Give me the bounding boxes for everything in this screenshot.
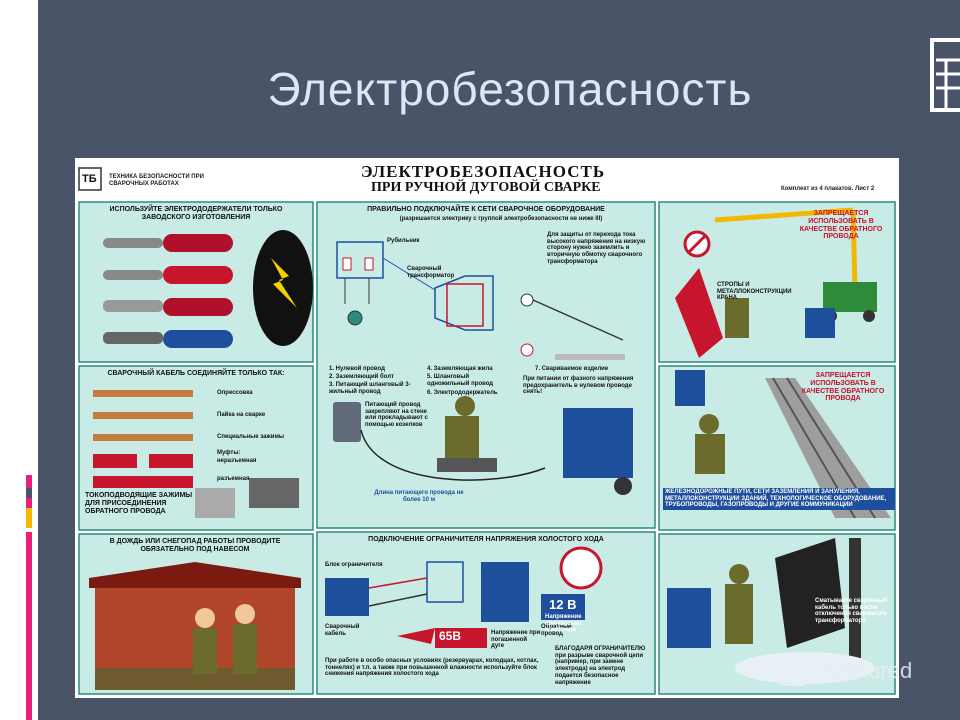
- rewind-note: Сматывайте сварочный кабель только после…: [815, 598, 888, 625]
- rails-illustration: [675, 370, 891, 519]
- block-label: Блок ограничителя: [325, 562, 383, 568]
- safety-poster: ТБ ТЕХНИКА БЕЗОПАСНОСТИ ПРИ СВАРОЧНЫХ РА…: [75, 158, 899, 698]
- rails-warning: ЗАПРЕЩАЕТСЯ ИСПОЛЬЗОВАТЬ В КАЧЕСТВЕ ОБРА…: [801, 372, 885, 403]
- crane-label: СТРОПЫ И МЕТАЛЛОКОНСТРУКЦИИ КРАНА: [717, 282, 792, 302]
- watermark-logo-icon: [780, 660, 806, 686]
- accent-bar-pink-long: [26, 532, 32, 720]
- connect-heading: ПРАВИЛЬНО ПОДКЛЮЧАЙТЕ К СЕТИ СВАРОЧНОЕ О…: [367, 206, 605, 213]
- cable-method-5: неразъемная: [217, 458, 257, 464]
- limiter-diagram: [325, 546, 603, 648]
- volt-low-note: Напряжение при касании электрода: [545, 614, 582, 634]
- rain-heading: В ДОЖДЬ ИЛИ СНЕГОПАД РАБОТЫ ПРОВОДИТЕ ОБ…: [109, 538, 281, 553]
- slide-title: Электробезопасность: [267, 63, 753, 115]
- poster-subtitle: ПРИ РУЧНОЙ ДУГОВОЙ СВАРКЕ: [371, 180, 601, 195]
- accent-bar-yellow: [26, 508, 32, 528]
- return-label: Обратный провод: [541, 624, 572, 637]
- protection-note: Для защиты от перехода тока высокого нап…: [547, 232, 646, 265]
- length-note: Длина питающего провода не более 10 м: [374, 490, 464, 503]
- connect-legend-3: 3. Питающий шланговый 3-жильный провод: [329, 382, 411, 395]
- volt-high-note: Напряжение при погашенной дуге: [491, 630, 541, 650]
- rails-list: ЖЕЛЕЗНОДОРОЖНЫЕ ПУТИ, СЕТИ ЗАЗЕМЛЕНИЯ И …: [663, 488, 895, 511]
- benefit-note: БЛАГОДАРЯ ОГРАНИЧИТЕЛЮ при разрыве сваро…: [555, 646, 646, 686]
- cable-label: Сварочный кабель: [325, 624, 360, 637]
- phase-note: При питании от фазного напряжения предох…: [523, 376, 634, 396]
- connect-subheading: (разрешается электрику с группой электро…: [399, 216, 603, 222]
- limiter-heading: ПОДКЛЮЧЕНИЕ ОГРАНИЧИТЕЛЯ НАПРЯЖЕНИЯ ХОЛО…: [368, 536, 604, 543]
- crane-illustration: [675, 207, 877, 358]
- poster-logo: ТБ: [82, 173, 97, 185]
- cable-method-3: Специальные зажимы: [217, 434, 285, 440]
- poster-title: ЭЛЕКТРОБЕЗОПАСНОСТЬ: [361, 162, 606, 181]
- cable-heading: СВАРОЧНЫЙ КАБЕЛЬ СОЕДИНЯЙТЕ ТОЛЬКО ТАК:: [107, 370, 285, 377]
- connect-legend-4: 4. Заземляющая жила: [427, 366, 493, 372]
- rain-shelter-illustration: [89, 562, 301, 690]
- transformer-label: Сварочный трансформатор: [407, 266, 455, 279]
- watermark-text: MyShared: [812, 658, 913, 683]
- poster-kit-note: Комплект из 4 плакатов. Лист 2: [781, 186, 875, 192]
- poster-artwork: [75, 158, 899, 695]
- crane-warning: ЗАПРЕЩАЕТСЯ ИСПОЛЬЗОВАТЬ В КАЧЕСТВЕ ОБРА…: [799, 210, 883, 241]
- connect-legend-1: 1. Нулевой провод: [329, 366, 385, 372]
- connection-diagram: [333, 241, 633, 495]
- window-icon: [930, 38, 960, 112]
- cable-joints-illustration: [93, 390, 299, 518]
- connect-legend-6: 6. Электрододержатель: [427, 390, 498, 396]
- clamps-note: ТОКОПОДВОДЯЩИЕ ЗАЖИМЫ ДЛЯ ПРИСОЕДИНЕНИЯ …: [85, 492, 193, 515]
- cable-method-2: Пайка на сварке: [217, 412, 266, 418]
- feed-note: Питающий провод закрепляют на стене или …: [365, 402, 428, 429]
- cable-method-6: разъемная: [217, 476, 250, 482]
- switch-label: Рубильник: [387, 238, 420, 244]
- connect-legend-2: 2. Заземляющий болт: [329, 374, 394, 380]
- poster-series-text: ТЕХНИКА БЕЗОПАСНОСТИ ПРИ СВАРОЧНЫХ РАБОТ…: [109, 174, 204, 187]
- connect-item-7: 7. Свариваемое изделие: [535, 366, 609, 372]
- special-note: При работе в особо опасных условиях (рез…: [325, 658, 539, 678]
- accent-bar-gray: [26, 488, 32, 498]
- volt-high: 65В: [439, 629, 462, 643]
- cable-method-4: Муфты:: [217, 450, 241, 456]
- electrode-holders-illustration: [103, 230, 313, 348]
- volt-low: 12 В: [549, 597, 577, 612]
- connect-legend-5: 5. Шланговый одножильный провод: [427, 374, 494, 387]
- cable-method-1: Опрессовка: [217, 390, 253, 396]
- holders-heading: ИСПОЛЬЗУЙТЕ ЭЛЕКТРОДОДЕРЖАТЕЛИ ТОЛЬКО ЗА…: [109, 206, 283, 221]
